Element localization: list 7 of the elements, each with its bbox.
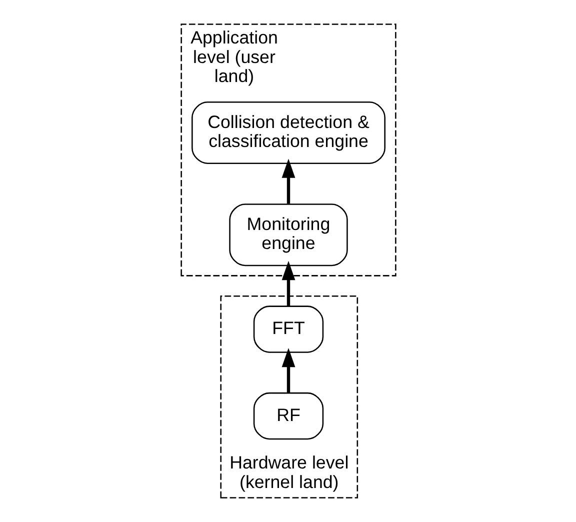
node-box: FFT — [252, 306, 324, 353]
node-box: Monitoring engine — [228, 204, 348, 266]
arrow — [281, 158, 295, 204]
node-box: Collision detection & classification engine — [191, 102, 385, 164]
arrow — [281, 260, 295, 306]
node-box: RF — [252, 392, 324, 440]
arrow — [281, 348, 295, 393]
